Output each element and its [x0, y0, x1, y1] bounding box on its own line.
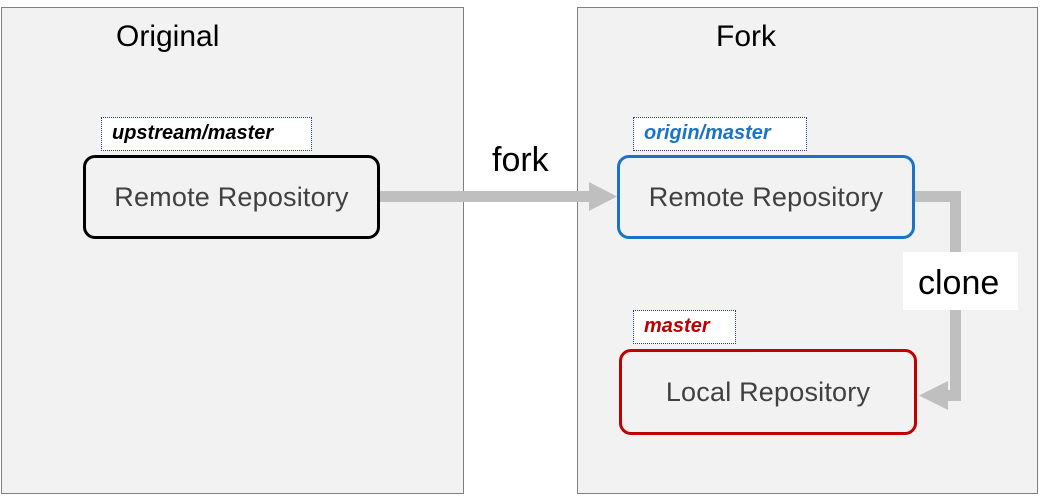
original-panel-title: Original [116, 20, 220, 53]
clone-label-background [903, 252, 1018, 310]
upstream-remote-repository: Remote Repository [83, 155, 380, 239]
fork-edge-label: fork [492, 141, 549, 179]
fork-arrow [380, 182, 617, 211]
local-branch-tag: master [633, 310, 736, 344]
fork-panel-title: Fork [716, 20, 776, 53]
origin-branch-tag: origin/master [633, 117, 807, 151]
upstream-branch-tag: upstream/master [101, 117, 312, 151]
local-repository: Local Repository [619, 349, 917, 435]
clone-edge-label: clone [918, 264, 1000, 302]
origin-remote-repository: Remote Repository [617, 155, 915, 239]
original-panel [1, 7, 464, 494]
